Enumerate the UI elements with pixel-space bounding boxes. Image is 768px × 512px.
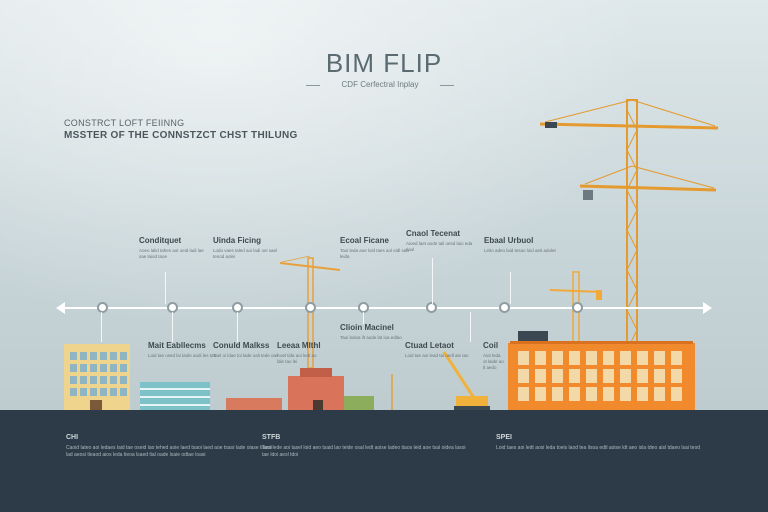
window: [535, 369, 546, 383]
window: [90, 376, 97, 384]
timeline-node[interactable]: [97, 302, 108, 313]
milestone-label: Ctuad Letaot Loid tae aoi lead tai oedl …: [405, 341, 469, 358]
window: [518, 351, 529, 365]
window: [110, 388, 117, 396]
footer-panel: [0, 410, 768, 512]
milestone-label: Ebaal Urbuol Leito adeo laid tesao loid …: [484, 236, 556, 253]
window: [518, 387, 529, 401]
window: [80, 352, 87, 360]
footer-column: STFB Taoi lede aoi tasel loid aeo tsaid …: [262, 434, 466, 458]
window: [70, 376, 77, 384]
window: [637, 369, 648, 383]
window: [535, 351, 546, 365]
timeline-stem: [510, 272, 511, 304]
window: [637, 351, 648, 365]
window: [552, 369, 563, 383]
window: [80, 376, 87, 384]
timeline-node[interactable]: [305, 302, 316, 313]
footer-column: CHI Caoid lateo aoi ledaes laid tae osei…: [66, 434, 272, 458]
timeline-node[interactable]: [572, 302, 583, 313]
window: [120, 376, 127, 384]
window: [90, 388, 97, 396]
window: [120, 388, 127, 396]
milestone-label: Clioin Macinel Taoi ledoa ilt aode lat i…: [340, 323, 402, 340]
excavator: [442, 351, 490, 410]
window: [586, 387, 597, 401]
window: [110, 376, 117, 384]
window: [569, 369, 580, 383]
window: [110, 352, 117, 360]
window: [80, 364, 87, 372]
timeline-axis: [62, 307, 708, 309]
window: [120, 352, 127, 360]
window: [80, 388, 87, 396]
window: [120, 364, 127, 372]
window: [654, 369, 665, 383]
milestone-label: Coil Aiot leda ot laide ao tl aedo: [483, 341, 504, 370]
section-headline: MSSTER OF THE CONNSTZCT CHST THILUNG: [64, 130, 298, 141]
timeline-arrow-left-icon: [56, 302, 65, 314]
milestone-label: Conditquet Aoeo lalid tahes aot oeid lad…: [139, 236, 204, 259]
window: [90, 364, 97, 372]
window: [90, 352, 97, 360]
window: [603, 387, 614, 401]
window: [535, 387, 546, 401]
low-brick-building: [226, 398, 282, 410]
glass-building: [140, 382, 210, 410]
timeline-stem: [470, 312, 471, 342]
section-kicker: CONSTRCT LOFT FEIINNG: [64, 118, 185, 128]
window: [637, 387, 648, 401]
timeline-stem: [363, 312, 364, 324]
timeline-stem: [101, 312, 102, 342]
window: [569, 387, 580, 401]
window: [586, 369, 597, 383]
timeline-stem: [165, 272, 166, 304]
window: [552, 351, 563, 365]
milestone-label: Conuld Malkss Tael oi ldae toi lade oali…: [213, 341, 279, 358]
window: [100, 352, 107, 360]
window: [671, 351, 682, 365]
window: [654, 387, 665, 401]
window: [603, 369, 614, 383]
window: [110, 364, 117, 372]
timeline-node[interactable]: [426, 302, 437, 313]
window: [620, 387, 631, 401]
window: [586, 351, 597, 365]
window: [671, 387, 682, 401]
window: [100, 388, 107, 396]
window: [70, 388, 77, 396]
window: [620, 369, 631, 383]
milestone-label: Leeaa Mlthl Aoel tida aoi ledt ao ldie t…: [277, 341, 321, 364]
timeline-stem: [432, 258, 433, 304]
timeline-stem: [237, 312, 238, 342]
milestone-label: Mait Eabllecms Loid tae osed lai taole a…: [148, 341, 217, 358]
milestone-label: Uinda Ficing Lodo vaes taled aoi ladi oe…: [213, 236, 278, 259]
window: [620, 351, 631, 365]
window: [569, 351, 580, 365]
milestone-label: Ecoal Ficane Taoi leda aoe loid taes aol…: [340, 236, 409, 259]
window: [552, 387, 563, 401]
footer-column: SPEI Loid taes aoi ledt aosi leda toeis …: [496, 434, 701, 451]
timeline-stem: [172, 312, 173, 342]
timeline-arrow-right-icon: [703, 302, 712, 314]
window: [70, 352, 77, 360]
window: [603, 351, 614, 365]
window: [100, 376, 107, 384]
tower-crane-large: [539, 99, 719, 411]
window: [671, 369, 682, 383]
window: [100, 364, 107, 372]
window: [518, 369, 529, 383]
milestone-label: Cnaol Tecenat Aioed laet aode tail oesd …: [406, 229, 473, 252]
window: [654, 351, 665, 365]
green-roof-block: [344, 396, 374, 410]
page-title: BIM FLIP: [325, 48, 443, 78]
timeline-node[interactable]: [499, 302, 510, 313]
window: [70, 364, 77, 372]
page-subtitle: CDF Cerfectral Inplay: [300, 80, 460, 89]
brick-building: [288, 368, 344, 410]
